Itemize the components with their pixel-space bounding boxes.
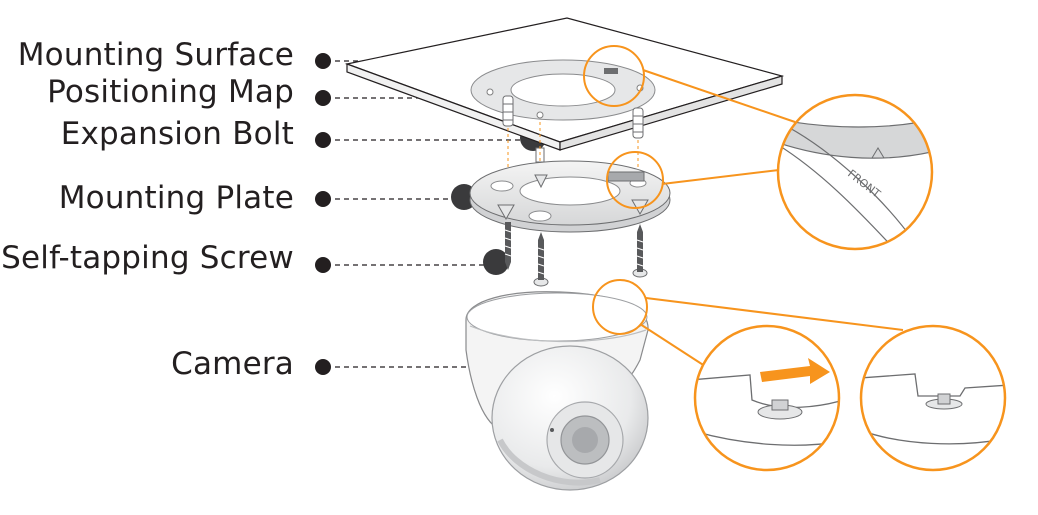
zoom-front-mark: FRONT [776, 93, 934, 251]
label-mounting-plate: Mounting Plate [58, 180, 294, 216]
positioning-map [470, 59, 656, 121]
expansion-bolt-right [632, 107, 644, 139]
self-tapping-screw-center [533, 232, 549, 287]
callout-connectors [639, 69, 904, 371]
leader-self-tapping-screw [315, 249, 509, 275]
label-camera: Camera [171, 346, 294, 382]
mounting-plate [469, 160, 671, 233]
label-self-tapping-screw: Self-tapping Screw [1, 240, 294, 276]
expansion-bolt-left [502, 95, 514, 127]
self-tapping-screw-right [632, 224, 648, 278]
label-mounting-surface: Mounting Surface [17, 37, 294, 73]
zoom-slot-locked [859, 324, 1007, 472]
self-tapping-screw-left [504, 222, 512, 270]
leader-mounting-plate [315, 184, 477, 210]
camera [465, 291, 649, 491]
label-expansion-bolt: Expansion Bolt [60, 116, 294, 152]
zoom-slot-insert [693, 324, 841, 472]
callout-markers [583, 45, 664, 335]
label-positioning-map: Positioning Map [47, 74, 294, 110]
